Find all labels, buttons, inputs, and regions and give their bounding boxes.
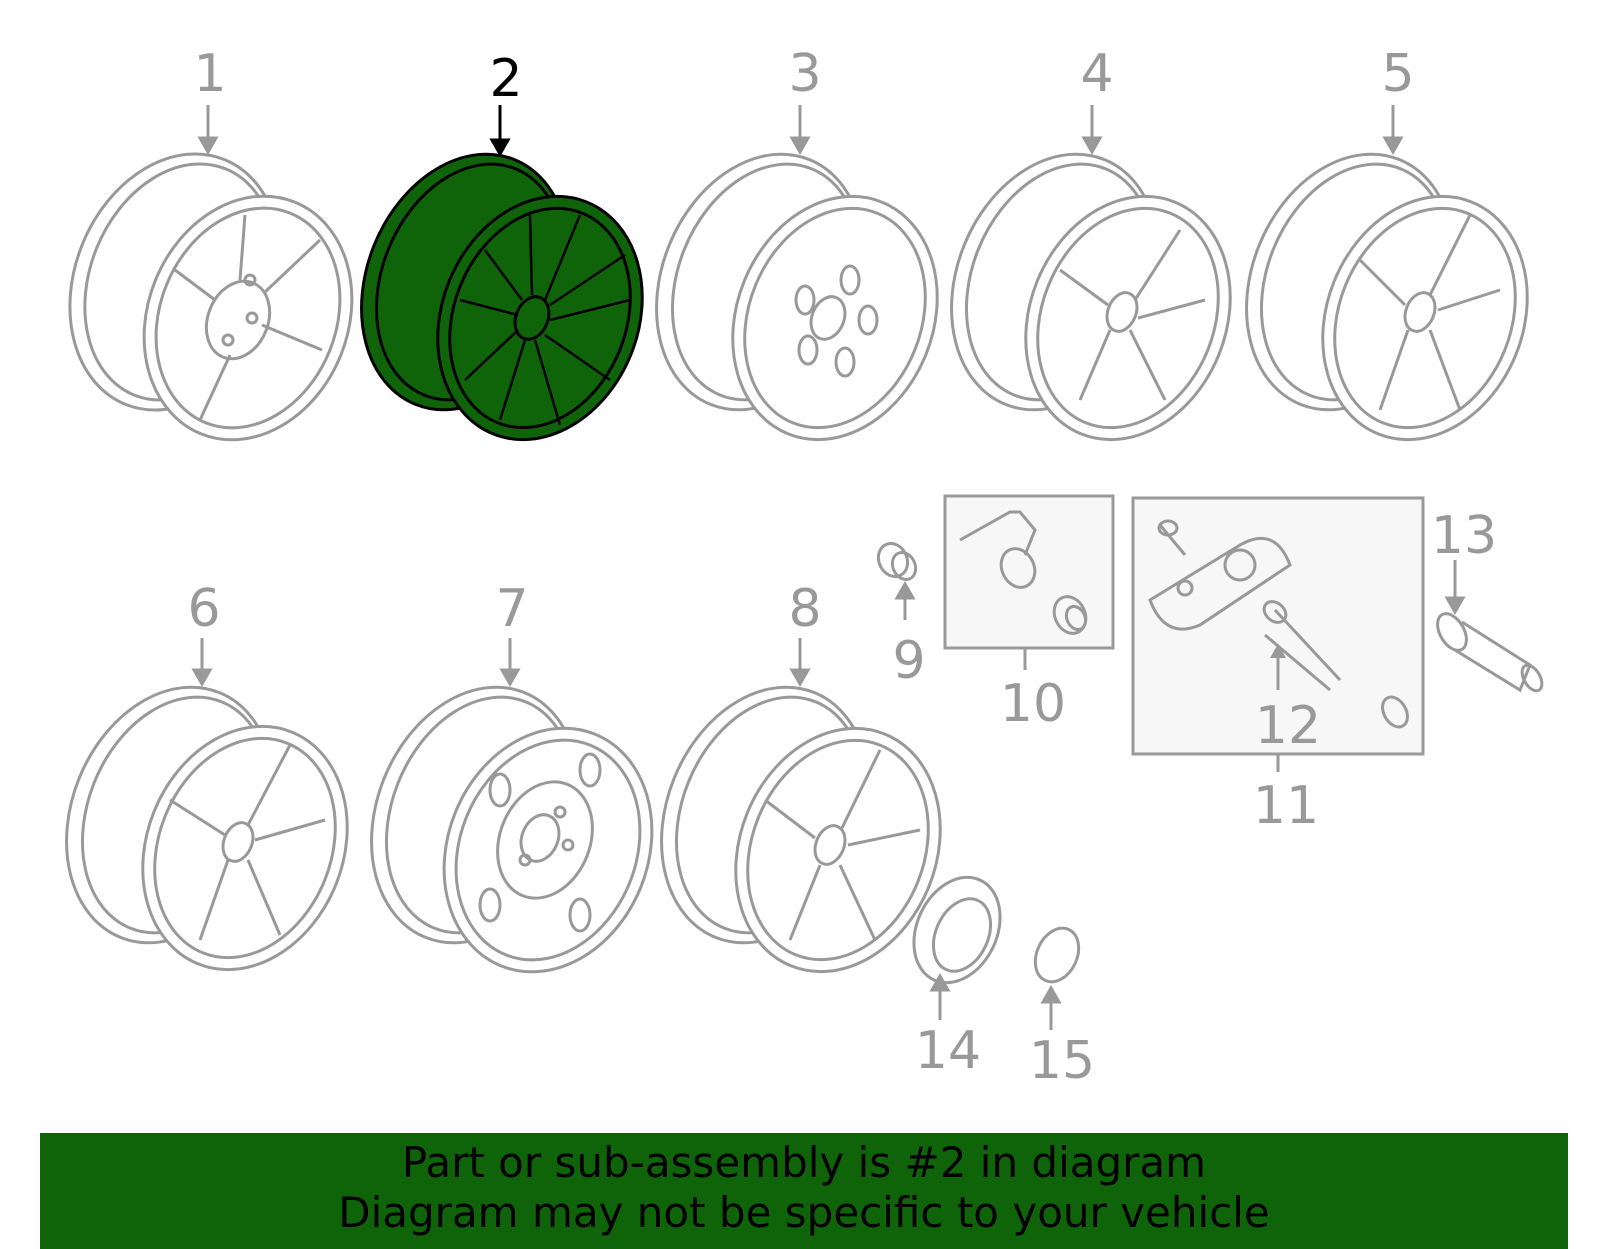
wheel-6-icon[interactable] xyxy=(30,638,383,1001)
callout-11[interactable]: 11 xyxy=(1252,776,1320,836)
callout-14[interactable]: 14 xyxy=(914,1021,982,1081)
callout-7[interactable]: 7 xyxy=(495,579,529,639)
wheel-7-icon[interactable] xyxy=(335,638,688,1003)
wheel-1-icon[interactable] xyxy=(33,105,388,471)
banner-line-disclaimer: Diagram may not be specific to your vehi… xyxy=(338,1188,1270,1237)
callout-2-highlighted[interactable]: 2 xyxy=(489,49,523,109)
callout-8[interactable]: 8 xyxy=(788,579,822,639)
callout-13[interactable]: 13 xyxy=(1430,506,1498,566)
lug-nut-9-icon[interactable] xyxy=(873,539,920,620)
callout-10[interactable]: 10 xyxy=(999,674,1067,734)
callout-1[interactable]: 1 xyxy=(193,44,227,104)
info-banner: Part or sub-assembly is #2 in diagram Di… xyxy=(40,1133,1568,1249)
callout-9[interactable]: 9 xyxy=(892,631,926,691)
center-cap-14-icon[interactable] xyxy=(898,863,1017,1020)
callout-4[interactable]: 4 xyxy=(1080,44,1114,104)
callout-12[interactable]: 12 xyxy=(1254,696,1322,756)
valve-stem-13-icon[interactable] xyxy=(1432,560,1546,694)
callout-15[interactable]: 15 xyxy=(1028,1031,1096,1091)
callout-6[interactable]: 6 xyxy=(187,579,221,639)
callout-3[interactable]: 3 xyxy=(788,44,822,104)
wheel-5-icon[interactable] xyxy=(1210,105,1563,471)
emblem-15-icon[interactable] xyxy=(1027,921,1087,1030)
wheel-8-icon[interactable] xyxy=(625,638,976,1003)
banner-line-part-number: Part or sub-assembly is #2 in diagram xyxy=(401,1138,1207,1187)
wheel-2-highlighted-icon[interactable] xyxy=(325,105,678,471)
sensor-kit-10-icon[interactable] xyxy=(943,494,1115,670)
wheel-3-icon[interactable] xyxy=(620,105,973,471)
callout-5[interactable]: 5 xyxy=(1381,44,1415,104)
tpms-sensor-11-icon[interactable] xyxy=(1131,496,1425,772)
wheel-4-icon[interactable] xyxy=(915,105,1266,471)
